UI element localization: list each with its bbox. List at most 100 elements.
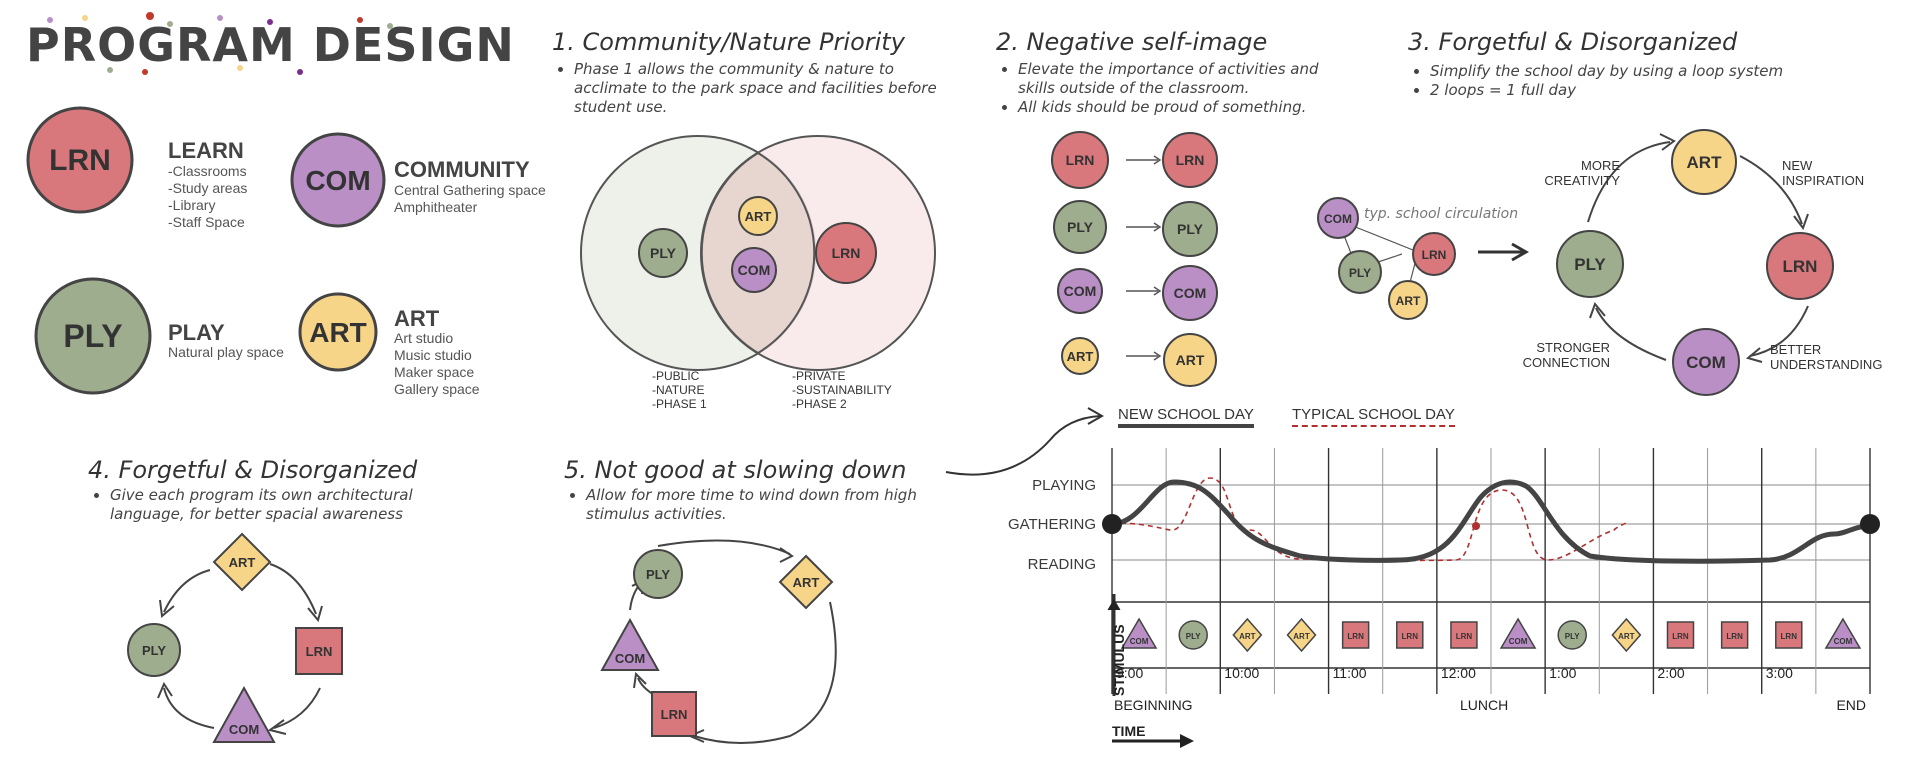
typical-circulation-diagram: COM LRN PLY ART <box>1317 197 1530 320</box>
schedule-block-com: COM <box>1120 617 1158 649</box>
svg-text:LRN: LRN <box>1422 248 1447 262</box>
schedule-block-label: LRN <box>1672 632 1689 641</box>
schedule-block-art: ART <box>1232 617 1263 653</box>
pair-ply: PLY PLY <box>1053 200 1218 257</box>
day-start-dot <box>1102 514 1122 534</box>
community-circle-icon: COM <box>290 132 386 228</box>
svg-text:ART: ART <box>309 317 367 348</box>
page-title: PROGRAM DESIGN <box>26 18 515 72</box>
svg-text:PLY: PLY <box>1349 266 1371 280</box>
section3-heading: 3. Forgetful & Disorganized <box>1408 28 1738 56</box>
connector-arrow <box>945 407 1105 476</box>
confetti-dots <box>47 12 393 75</box>
section2-bullets: Elevate the importance of activities and… <box>996 60 1356 117</box>
svg-text:LRN: LRN <box>49 144 111 177</box>
legend-play-name: PLAY <box>168 320 225 345</box>
schedule-block-lrn: LRN <box>1666 621 1695 649</box>
svg-text:LRN: LRN <box>1066 152 1095 168</box>
venn-right-notes: -PRIVATE-SUSTAINABILITY-PHASE 2 <box>792 369 892 411</box>
schedule-block-label: LRN <box>1726 632 1743 641</box>
venn-left-notes: -PUBLIC-NATURE-PHASE 1 <box>652 369 707 411</box>
legend-art-name: ART <box>394 306 440 331</box>
learn-circle-icon: LRN <box>26 106 134 214</box>
svg-text:LRN: LRN <box>661 707 688 722</box>
loop-label-new-inspiration: NEW INSPIRATION <box>1782 158 1865 188</box>
svg-text:PLY: PLY <box>1177 221 1204 237</box>
svg-text:PLY: PLY <box>1574 255 1606 274</box>
schedule-block-label: ART <box>1293 632 1310 641</box>
legend-learn-items: -Classrooms-Study areas-Library-Staff Sp… <box>168 163 248 230</box>
loop-label-more-creativity: MORE CREATIVITY <box>1544 158 1620 188</box>
schedule-block-label: ART <box>1239 632 1256 641</box>
loop-label-stronger-connection: STRONGER CONNECTION <box>1522 340 1610 370</box>
loop-label-better-understanding: BETTER UNDERSTANDING <box>1770 342 1883 372</box>
legend-learn-name: LEARN <box>168 138 244 163</box>
schedule-block-lrn: LRN <box>1720 621 1749 649</box>
stimulus-axis-label: STIMULUS <box>1111 624 1127 696</box>
section5-bullets: Allow for more time to wind down from hi… <box>564 486 944 524</box>
new-day-curve <box>1109 479 1873 564</box>
schedule-block-lrn: LRN <box>1450 621 1478 649</box>
time-label: 2:00 <box>1657 665 1684 681</box>
svg-text:LRN: LRN <box>306 644 333 659</box>
schedule-block-lrn: LRN <box>1341 621 1370 649</box>
svg-text:ART: ART <box>1687 153 1723 172</box>
day-end-dot <box>1860 514 1880 534</box>
svg-text:COM: COM <box>1686 353 1726 372</box>
svg-text:ART: ART <box>229 555 256 570</box>
legend-community-name: COMMUNITY <box>394 157 530 182</box>
schedule-block-lrn: LRN <box>1396 621 1424 649</box>
time-label: 12:00 <box>1441 665 1476 681</box>
svg-text:COM: COM <box>229 722 259 737</box>
pair-art: ART ART <box>1061 333 1217 387</box>
schedule-block-label: LRN <box>1781 632 1798 641</box>
svg-text:PLY: PLY <box>646 567 670 582</box>
schedule-block-com: COM <box>1499 617 1537 649</box>
svg-text:COM: COM <box>1064 283 1097 299</box>
label-beginning: BEGINNING <box>1114 697 1193 713</box>
svg-text:LRN: LRN <box>1176 152 1205 168</box>
row-label-playing: PLAYING <box>1032 477 1096 494</box>
section2-heading: 2. Negative self-image <box>996 28 1268 56</box>
architectural-language-diagram: ART LRN COM PLY <box>127 532 343 743</box>
svg-text:ART: ART <box>1396 294 1421 308</box>
art-circle-icon: ART <box>298 292 378 372</box>
svg-text:LRN: LRN <box>1783 257 1818 276</box>
svg-text:ART: ART <box>745 209 772 224</box>
svg-text:PLY: PLY <box>142 643 166 658</box>
section3-bullets: Simplify the school day by using a loop … <box>1408 62 1828 100</box>
venn-diagram: PLY ART COM LRN <box>580 135 936 371</box>
schedule-block-label: PLY <box>1186 632 1201 641</box>
svg-text:COM: COM <box>1324 212 1352 226</box>
time-axis-label: TIME <box>1112 723 1145 739</box>
section1-bullets: Phase 1 allows the community & nature to… <box>552 60 952 117</box>
svg-text:PLY: PLY <box>650 245 677 261</box>
curve-point-marker <box>1472 522 1480 530</box>
wind-down-diagram: PLY ART COM LRN <box>600 539 837 744</box>
section4-heading: 4. Forgetful & Disorganized <box>88 456 418 484</box>
pair-com: COM COM <box>1057 265 1218 321</box>
time-label: 9:00 <box>1116 665 1143 681</box>
svg-text:COM: COM <box>305 165 370 196</box>
svg-text:PLY: PLY <box>63 318 122 354</box>
legend-new-school-day: NEW SCHOOL DAY <box>1118 406 1254 428</box>
svg-text:COM: COM <box>738 262 771 278</box>
schedule-block-label: LRN <box>1456 632 1473 641</box>
schedule-block-lrn: LRN <box>1775 621 1803 649</box>
typ-circulation-label: typ. school circulation <box>1364 206 1519 222</box>
label-lunch: LUNCH <box>1460 697 1508 713</box>
self-image-growth-diagram: LRN LRN PLY PLY COM COM ART ART <box>1051 131 1218 387</box>
schedule-block-label: COM <box>1834 637 1853 646</box>
schedule-block-label: LRN <box>1347 632 1364 641</box>
svg-text:COM: COM <box>1174 285 1207 301</box>
schedule-block-art: ART <box>1286 617 1317 653</box>
section1-heading: 1. Community/Nature Priority <box>552 28 905 56</box>
schedule-block-label: LRN <box>1402 632 1419 641</box>
svg-text:COM: COM <box>615 651 645 666</box>
section5-heading: 5. Not good at slowing down <box>564 456 907 484</box>
time-label: 11:00 <box>1333 665 1367 681</box>
svg-text:LRN: LRN <box>832 245 861 261</box>
